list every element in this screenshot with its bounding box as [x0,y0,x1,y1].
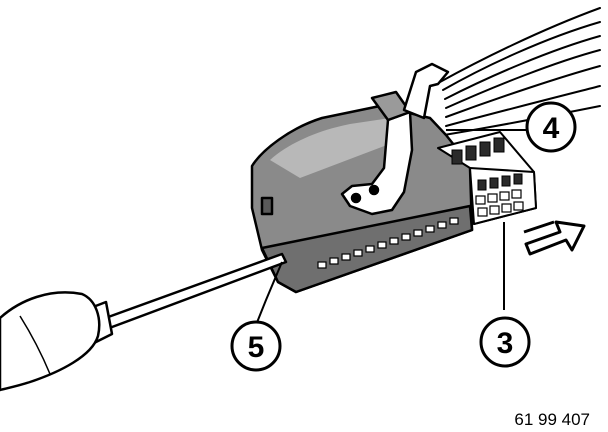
callout-a: 4 [525,101,577,153]
callout-a-label: 4 [543,112,560,145]
callout-leaders [253,129,526,331]
screwdriver [0,252,288,392]
terminal-block-contacts [451,137,523,191]
locking-lever [340,62,450,216]
callout-c-label: 3 [497,327,514,360]
terminal-block-slots [475,189,524,217]
callout-b: 5 [230,320,282,372]
screwdriver-handle [0,291,101,392]
callout-c: 3 [479,316,531,368]
pull-direction-arrow [523,220,586,256]
wire-harness [439,7,601,136]
callout-b-label: 5 [248,331,265,364]
housing-pin-slots [317,217,459,269]
figure-reference-number: 61 99 407 [514,410,590,429]
